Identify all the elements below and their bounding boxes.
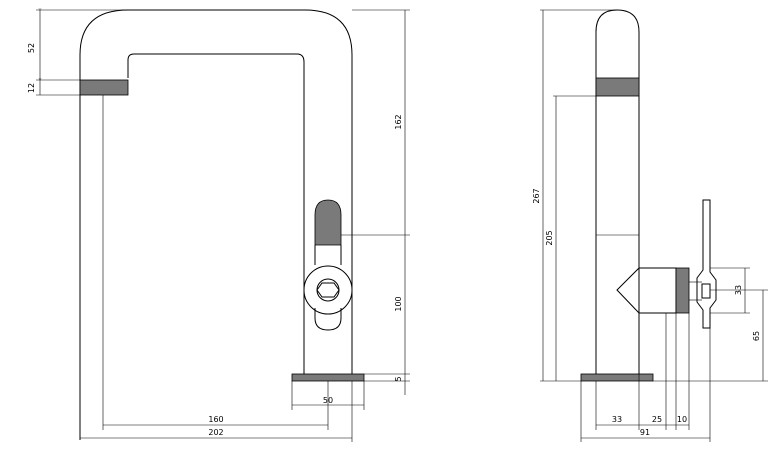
- spout-inner: [127, 53, 305, 378]
- dim-outlet-height: 205: [545, 230, 554, 245]
- lever-base-ring: [303, 265, 353, 315]
- dim-spout-height: 52: [27, 43, 36, 53]
- dim-handle-height: 65: [752, 331, 761, 341]
- front-view: 52 12 162 100 5 50 160 202: [27, 10, 410, 442]
- dim-total-depth: 91: [640, 428, 650, 437]
- dim-height-to-lever: 162: [394, 114, 403, 129]
- side-base-plate: [580, 373, 654, 382]
- base-plate: [291, 373, 365, 382]
- dim-lever-height: 100: [394, 296, 403, 311]
- dim-aerator: 12: [27, 83, 36, 93]
- side-lever-ring: [675, 267, 690, 314]
- side-lever-plate: [696, 199, 717, 329]
- dim-reach: 160: [208, 415, 223, 424]
- aerator-outlet: [79, 79, 129, 96]
- dim-total-height: 267: [532, 188, 541, 203]
- side-body: [595, 9, 640, 378]
- lever-handle: [314, 199, 342, 246]
- hex-screw-icon: [316, 282, 340, 298]
- dim-body-width: 33: [612, 415, 622, 424]
- spout-outer: [79, 9, 353, 378]
- dim-base: 5: [394, 376, 403, 381]
- dim-total-width: 202: [208, 428, 223, 437]
- side-view: 267 205 33 65 33 25 10 91: [532, 9, 768, 442]
- dim-handle-offset: 25: [652, 415, 662, 424]
- side-lever-cone: [616, 267, 677, 314]
- side-aerator: [595, 77, 640, 97]
- lever-hub: [316, 278, 340, 302]
- dim-handle-thickness: 10: [677, 415, 687, 424]
